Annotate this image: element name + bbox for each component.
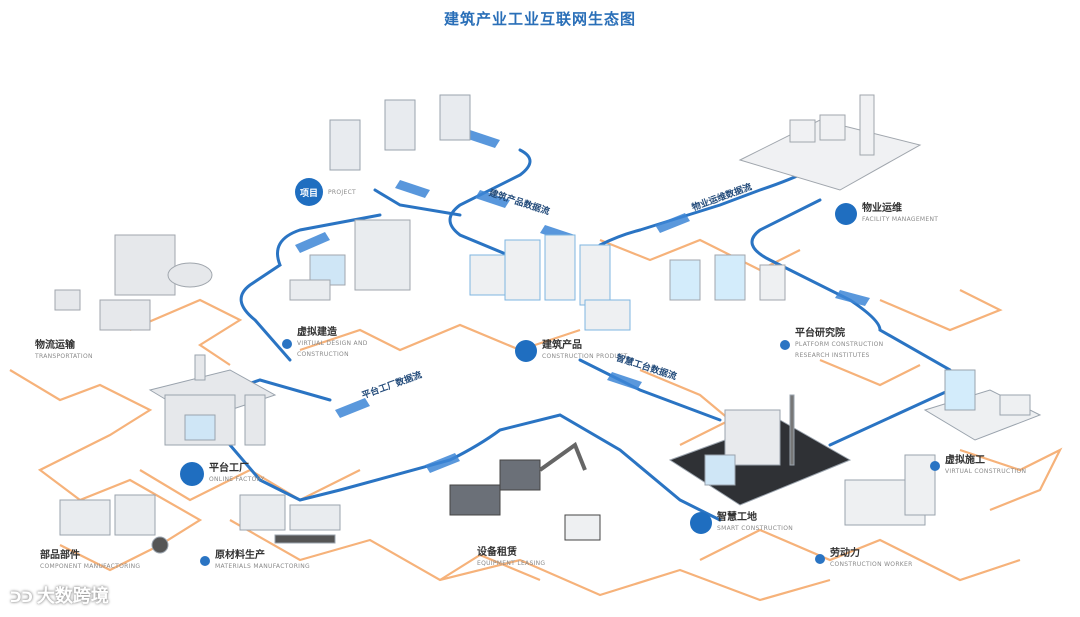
factory-scene <box>148 354 277 446</box>
node-platform-institute[interactable]: 平台研究院 PLATFORM CONSTRUCTION RESEARCH INST… <box>780 328 895 361</box>
node-equipment-cn: 设备租赁 <box>477 547 517 558</box>
virtual-construction-scene <box>923 369 1042 441</box>
node-platform-institute-en: PLATFORM CONSTRUCTION RESEARCH INSTITUTE… <box>795 341 884 359</box>
node-virtual-design-cn: 虚拟建造 <box>297 327 337 338</box>
node-transportation-en: TRANSPORTATION <box>35 353 93 360</box>
facility-scene <box>738 94 922 191</box>
flow-arrows <box>295 130 870 473</box>
node-online-factory[interactable]: 平台工厂 ONLINE FACTORY <box>180 462 265 486</box>
node-transportation-cn: 物流运输 <box>35 340 75 351</box>
node-component[interactable]: 部品部件 COMPONENT MANUFACTORING <box>35 550 140 572</box>
node-equipment-en: EQUIPMENT LEASING <box>477 560 546 567</box>
node-facility-management[interactable]: 物业运维 FACILITY MANAGEMENT <box>835 203 938 225</box>
node-component-en: COMPONENT MANUFACTORING <box>40 563 141 570</box>
diagram-title: 建筑产业工业互联网生态图 <box>443 10 636 28</box>
product-buildings <box>469 234 631 331</box>
material-scene <box>239 494 341 544</box>
project-racks <box>329 94 471 171</box>
logo-icon: ᑐᑐ <box>10 590 33 606</box>
node-equipment[interactable]: 设备租赁 EQUIPMENT LEASING <box>472 547 545 569</box>
project-badge: 项目 <box>295 178 323 206</box>
node-materials[interactable]: 原材料生产 MATERIALS MANUFACTORING <box>200 550 310 572</box>
node-online-factory-en: ONLINE FACTORY <box>209 476 265 483</box>
scene-blocks <box>54 94 1042 554</box>
node-construction-product[interactable]: 建筑产品 CONSTRUCTION PRODUCT <box>515 340 628 362</box>
node-facility-management-cn: 物业运维 <box>862 203 902 214</box>
component-scene <box>59 494 169 554</box>
node-component-cn: 部品部件 <box>40 550 80 561</box>
node-transportation[interactable]: 物流运输 TRANSPORTATION <box>30 340 93 362</box>
transport-scene <box>54 234 213 331</box>
node-construction-product-en: CONSTRUCTION PRODUCT <box>542 353 628 360</box>
node-smart-site-en: SMART CONSTRUCTION <box>717 525 794 532</box>
node-online-factory-cn: 平台工厂 <box>209 463 249 474</box>
node-smart-site-cn: 智慧工地 <box>717 512 757 523</box>
node-materials-en: MATERIALS MANUFACTORING <box>215 563 310 570</box>
node-virtual-construction-en: VIRTUAL CONSTRUCTION <box>945 468 1027 475</box>
node-facility-management-en: FACILITY MANAGEMENT <box>862 216 939 223</box>
node-platform-institute-cn: 平台研究院 <box>795 328 845 339</box>
node-project[interactable]: 项目 PROJECT <box>295 178 356 206</box>
node-project-en: PROJECT <box>328 188 357 196</box>
node-virtual-design-en: VIRTUAL DESIGN AND CONSTRUCTION <box>297 340 368 358</box>
worker-scene <box>844 454 936 526</box>
node-worker-cn: 劳动力 <box>830 548 860 559</box>
node-worker-en: CONSTRUCTION WORKER <box>830 561 913 568</box>
node-virtual-construction[interactable]: 虚拟施工 VIRTUAL CONSTRUCTION <box>930 455 1026 477</box>
node-virtual-construction-cn: 虚拟施工 <box>945 455 985 466</box>
institute-scene <box>669 254 786 301</box>
node-worker[interactable]: 劳动力 CONSTRUCTION WORKER <box>815 548 913 570</box>
virtual-build-scene <box>289 219 411 301</box>
equipment-scene <box>449 441 601 541</box>
watermark-text: 大数跨境 <box>36 586 109 607</box>
node-construction-product-cn: 建筑产品 <box>542 340 582 351</box>
node-materials-cn: 原材料生产 <box>215 550 265 561</box>
node-virtual-design[interactable]: 虚拟建造 VIRTUAL DESIGN AND CONSTRUCTION <box>282 327 392 360</box>
node-smart-site[interactable]: 智慧工地 SMART CONSTRUCTION <box>690 512 793 534</box>
smart-site-scene <box>668 394 852 506</box>
